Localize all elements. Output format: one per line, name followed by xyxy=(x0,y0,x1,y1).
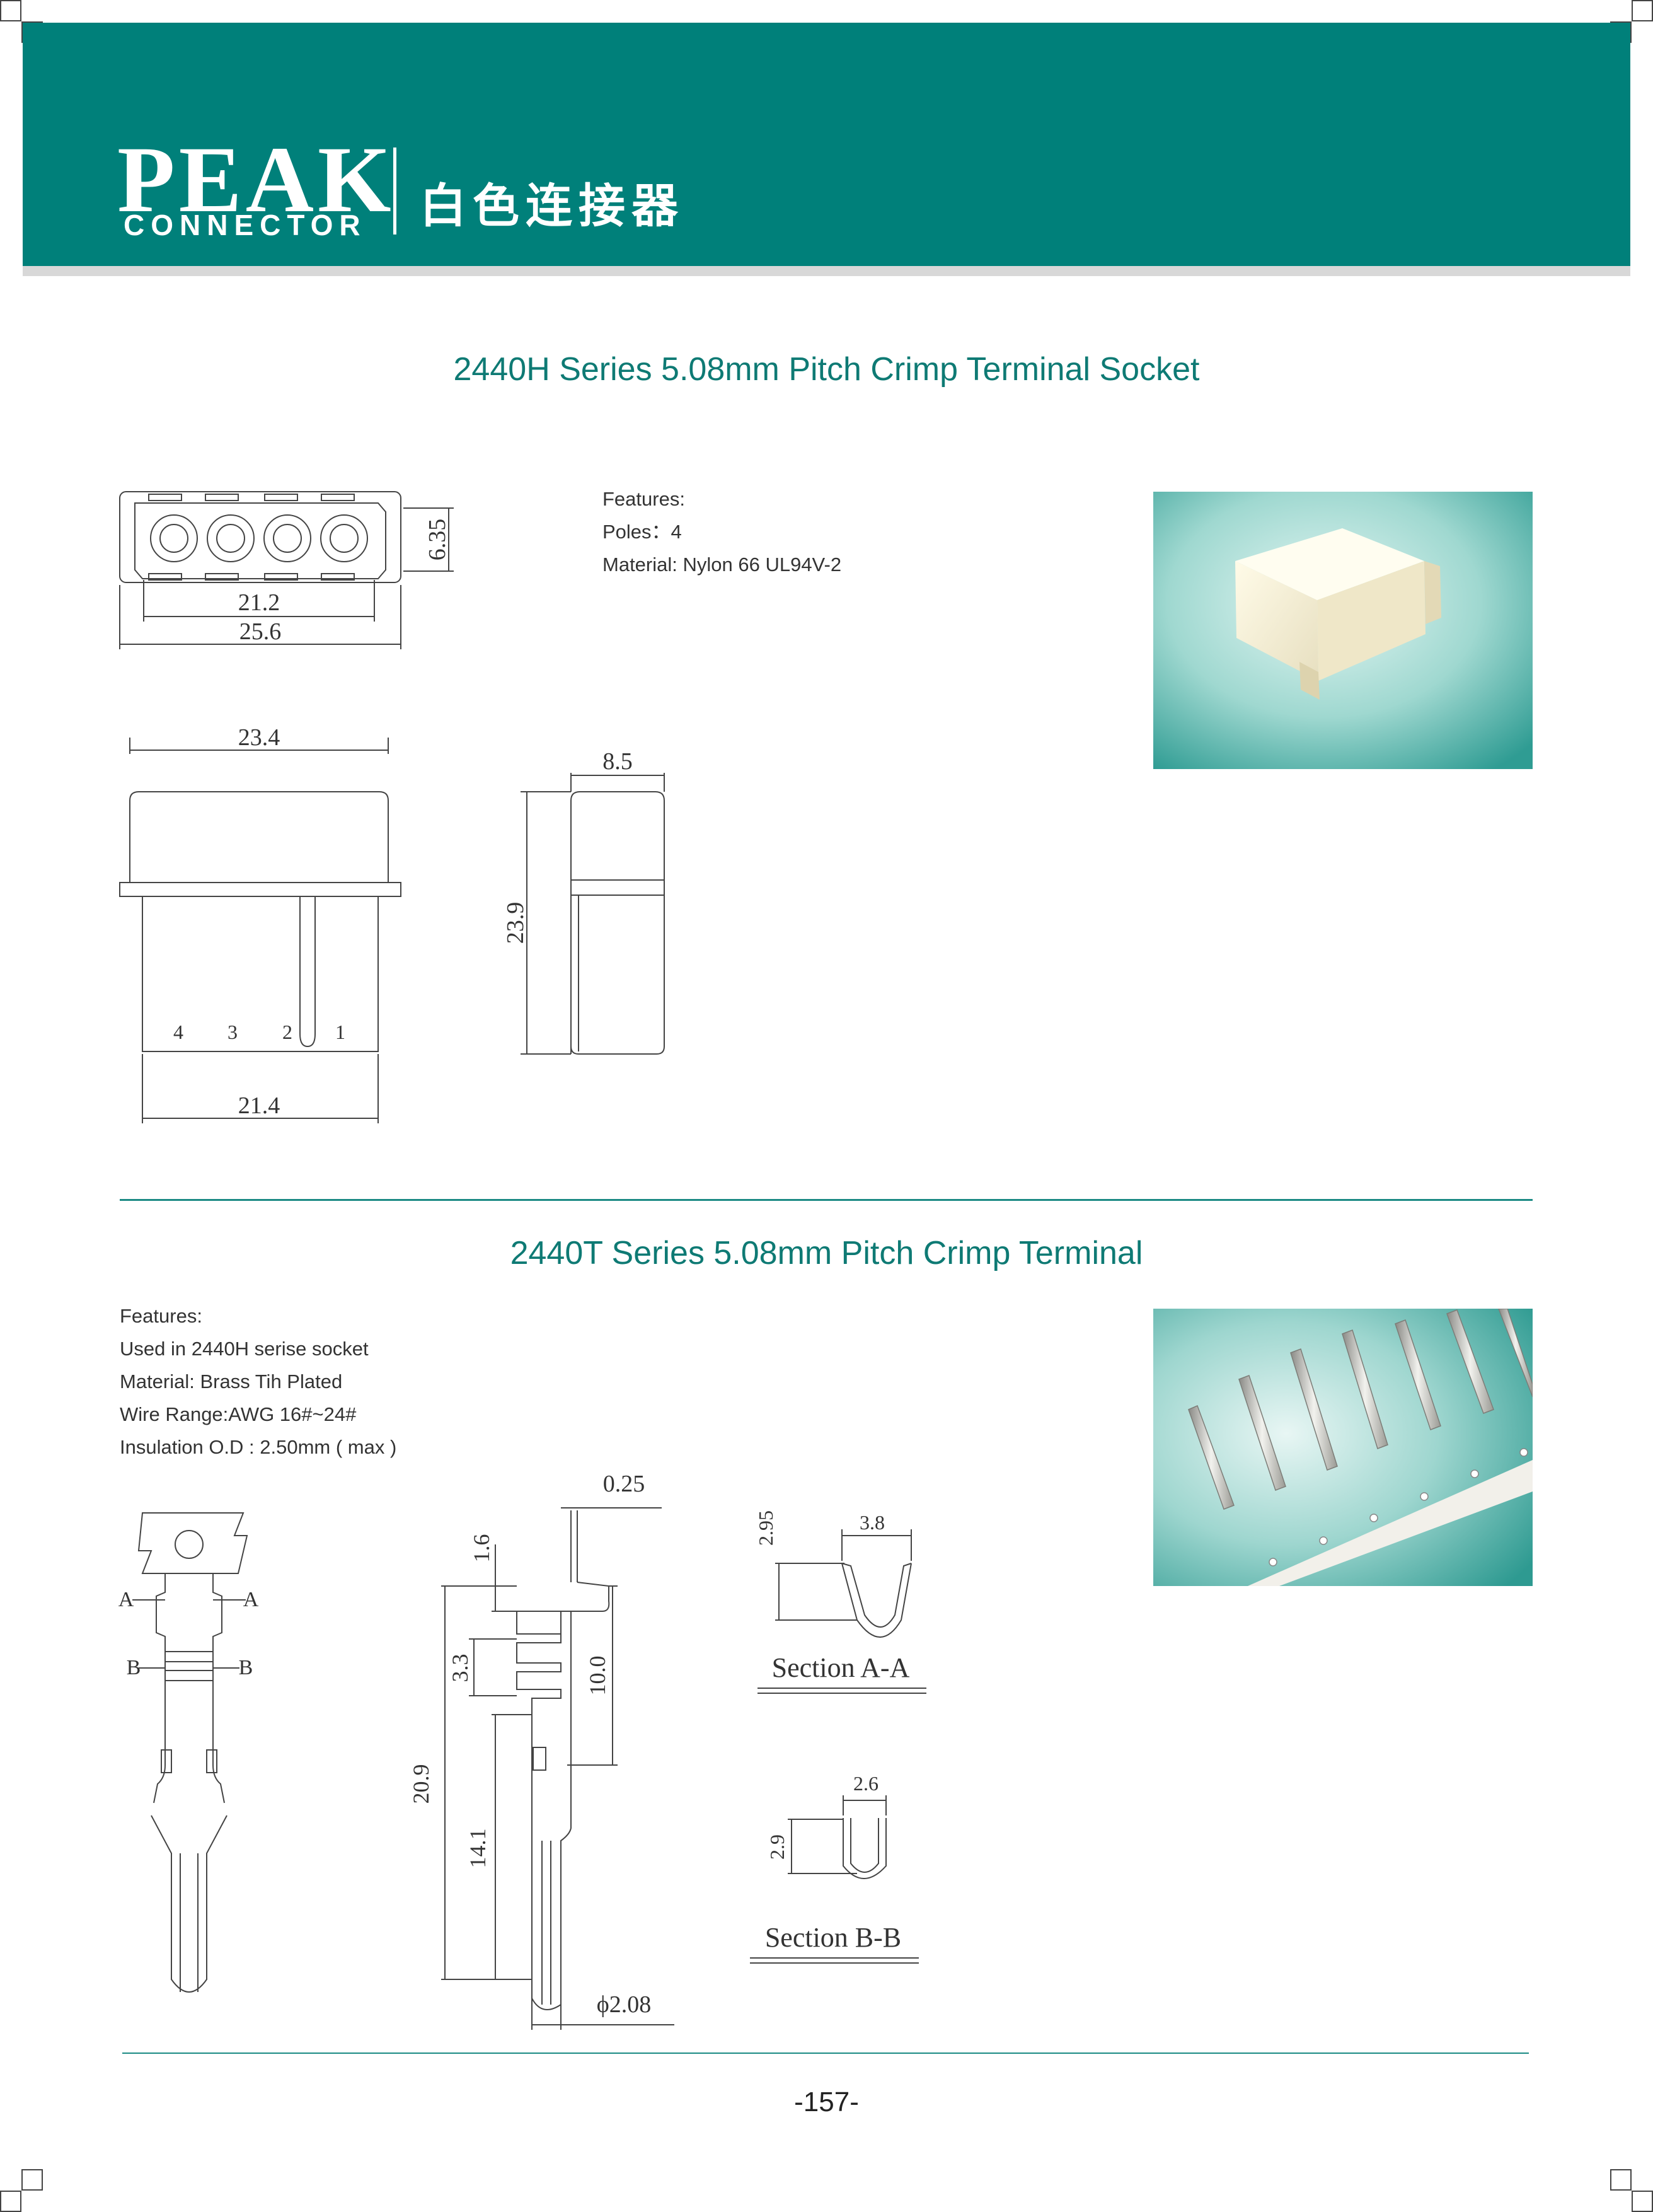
crop-mark-bottom-left-2 xyxy=(21,2169,43,2191)
dim-6-35: 6.35 xyxy=(424,519,451,561)
socket-material: Material: Nylon 66 UL94V-2 xyxy=(602,553,842,576)
marker-a-left: A xyxy=(118,1588,134,1611)
header-banner xyxy=(23,23,1630,266)
dim-8-5: 8.5 xyxy=(602,748,633,775)
socket-title: 2440H Series 5.08mm Pitch Crimp Terminal… xyxy=(453,351,1200,388)
dim-23-9: 23.9 xyxy=(502,902,529,944)
footer-divider xyxy=(122,2053,1529,2054)
terminal-photo xyxy=(1153,1309,1533,1586)
terminal-feature-insulation: Insulation O.D : 2.50mm ( max ) xyxy=(120,1436,397,1458)
marker-b-right: B xyxy=(239,1656,253,1679)
terminal-feature-wire-range: Wire Range:AWG 16#~24# xyxy=(120,1403,357,1425)
terminal-feature-usage: Used in 2440H serise socket xyxy=(120,1338,369,1360)
logo-subtitle: CONNECTOR xyxy=(124,209,367,241)
dim-25-6: 25.6 xyxy=(239,618,282,645)
dim-14-1: 14.1 xyxy=(465,1829,490,1868)
terminal-features: Features: Used in 2440H serise socket Ma… xyxy=(120,1300,396,1464)
pin-number-1: 1 xyxy=(335,1021,345,1043)
crop-mark-bottom-right-2 xyxy=(1610,2169,1632,2191)
logo-wordmark: PEAK xyxy=(117,127,395,232)
dim-20-9: 20.9 xyxy=(408,1764,434,1804)
pin-number-2: 2 xyxy=(282,1021,292,1043)
crop-mark-top-left xyxy=(0,0,21,21)
socket-features: Features: Poles：4 Material: Nylon 66 UL9… xyxy=(602,483,841,581)
dim-0-25: 0.25 xyxy=(603,1471,645,1497)
terminal-drawing: 0.25 1.6 3.3 10.0 20.9 14.1 ϕ2.08 A A B … xyxy=(118,1471,926,2030)
header-title: 白色连接器 xyxy=(420,179,684,233)
crop-mark-bottom-right xyxy=(1632,2191,1653,2212)
marker-b-left: B xyxy=(127,1656,141,1679)
terminal-features-heading: Features: xyxy=(120,1305,202,1327)
socket-features-heading: Features: xyxy=(602,488,685,510)
crop-mark-bottom-left xyxy=(0,2191,21,2212)
dim-3-8: 3.8 xyxy=(860,1511,885,1534)
dim-10-0: 10.0 xyxy=(585,1656,610,1696)
pin-number-3: 3 xyxy=(228,1021,238,1043)
dim-23-4: 23.4 xyxy=(238,724,280,751)
dim-2-9: 2.9 xyxy=(766,1834,788,1860)
dim-2-95: 2.95 xyxy=(754,1510,777,1546)
section-a-a-label: Section A-A xyxy=(772,1652,910,1683)
dim-3-3: 3.3 xyxy=(447,1654,473,1682)
section-b-b-label: Section B-B xyxy=(765,1922,901,1953)
page-number: -157- xyxy=(794,2087,859,2117)
marker-a-right: A xyxy=(243,1588,259,1611)
pin-number-4: 4 xyxy=(173,1021,183,1043)
header-strip xyxy=(23,266,1630,276)
dim-2-6: 2.6 xyxy=(853,1772,878,1795)
dim-1-6: 1.6 xyxy=(469,1534,494,1563)
logo-divider xyxy=(393,148,396,235)
terminal-title: 2440T Series 5.08mm Pitch Crimp Terminal xyxy=(510,1235,1143,1271)
dim-21-4: 21.4 xyxy=(238,1092,280,1119)
dim-diameter-2-08: ϕ2.08 xyxy=(597,1991,652,2018)
socket-photo xyxy=(1153,492,1533,769)
dim-21-2: 21.2 xyxy=(238,589,280,616)
terminal-feature-material: Material: Brass Tih Plated xyxy=(120,1370,343,1393)
socket-poles: Poles：4 xyxy=(602,521,682,543)
section-divider xyxy=(120,1199,1533,1201)
crop-mark-top-right xyxy=(1632,0,1653,21)
socket-drawing: 6.35 21.2 25.6 23.4 8.5 23.9 21.4 4 3 2 … xyxy=(119,491,665,1123)
